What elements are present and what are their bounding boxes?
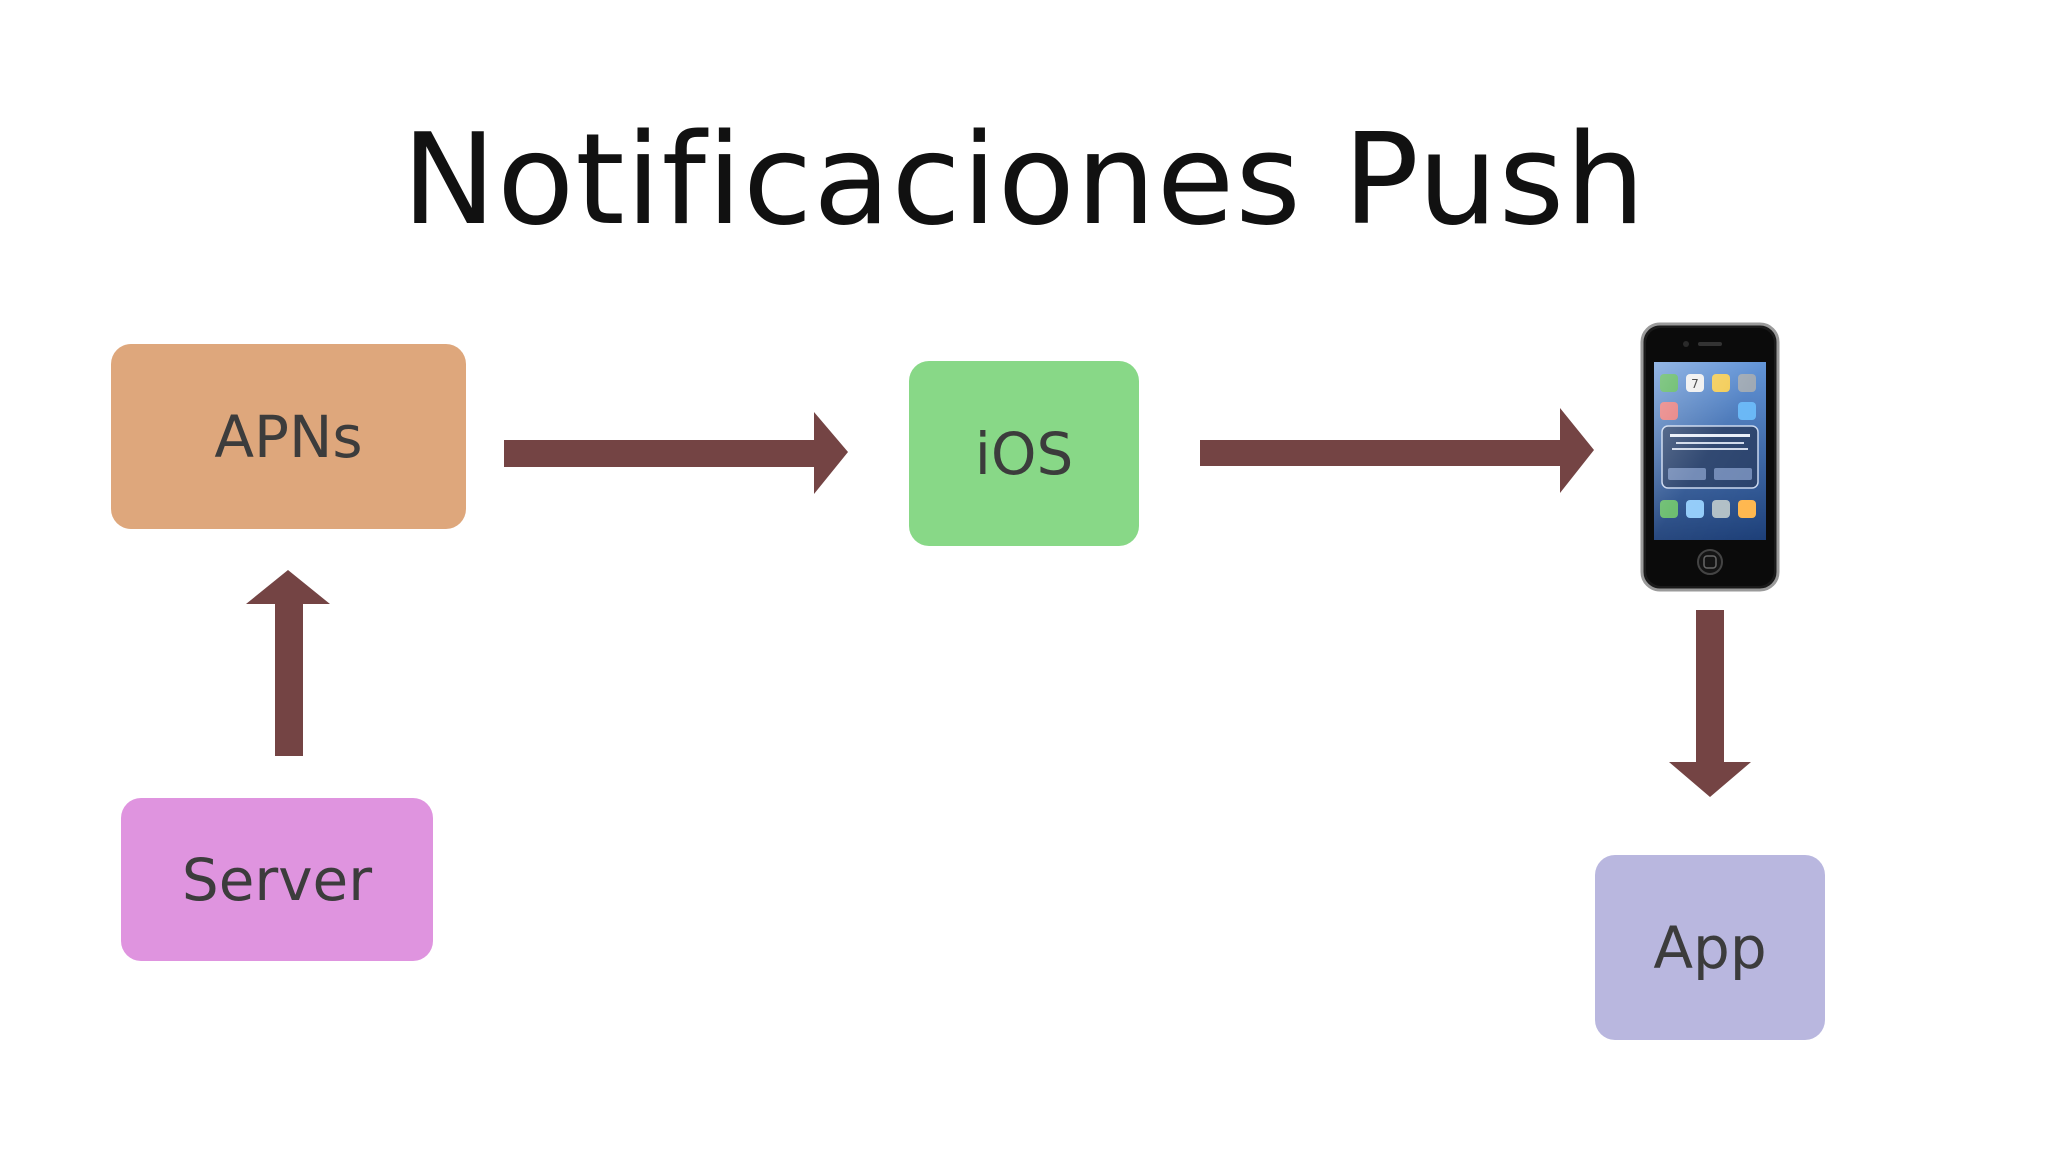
iphone-icon: 7 [1640,322,1780,592]
slide-title: Notificaciones Push [401,106,1647,253]
server-label: Server [181,845,373,914]
ios-box: iOS [909,361,1139,546]
apns-box: APNs [111,344,466,529]
ios-label: iOS [974,419,1074,488]
arrow-ios-to-phone [1200,408,1594,493]
app-label: App [1653,913,1767,982]
app-box: App [1595,855,1825,1040]
server-box: Server [121,798,433,961]
arrow-apns-to-ios [504,412,848,494]
arrow-phone-to-app [1669,610,1751,797]
apns-label: APNs [214,402,363,471]
arrow-server-to-apns [246,570,330,756]
